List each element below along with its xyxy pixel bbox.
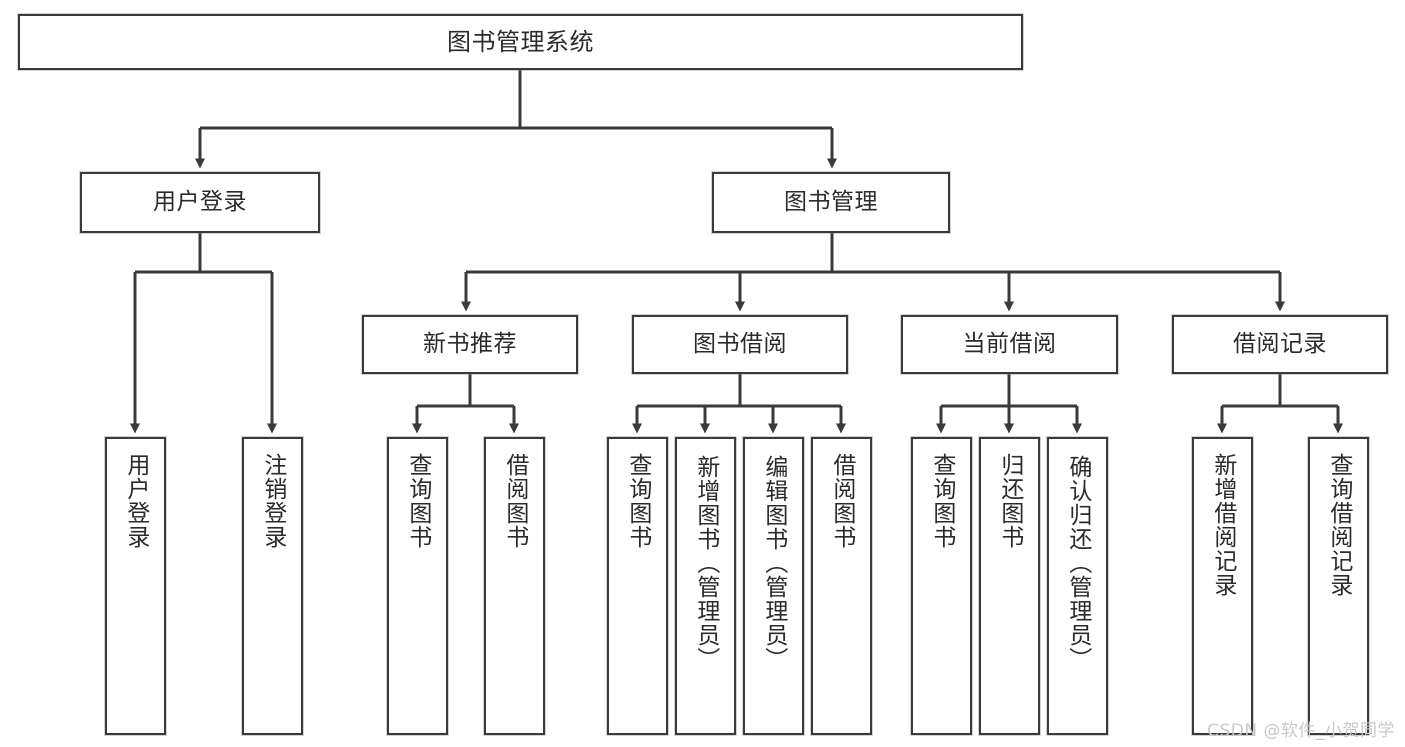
node-leaf-borrow-book-2-label: 借阅图书 [828, 453, 855, 549]
node-leaf-borrow-book-1-label: 借阅图书 [501, 453, 528, 549]
node-leaf-query-book-2-label: 查询图书 [624, 453, 651, 549]
node-current-borrow[interactable]: 当前借阅 [901, 315, 1118, 374]
node-book-management-label: 图书管理 [784, 188, 878, 215]
node-leaf-return-book[interactable]: 归还图书 [979, 437, 1040, 735]
node-leaf-user-login-label: 用户登录 [122, 453, 149, 549]
node-book-management[interactable]: 图书管理 [712, 172, 950, 233]
node-leaf-confirm-return-label: 确认归还（管理员） [1064, 455, 1091, 671]
node-leaf-query-book-1-label: 查询图书 [404, 453, 431, 549]
node-leaf-add-borrow-record-label: 新增借阅记录 [1209, 453, 1236, 597]
node-new-book-recommend-label: 新书推荐 [423, 330, 517, 357]
node-leaf-query-book-1[interactable]: 查询图书 [387, 437, 448, 735]
node-leaf-query-book-3-label: 查询图书 [928, 453, 955, 549]
node-leaf-logout-login-label: 注销登录 [259, 453, 286, 549]
node-root-system-label: 图书管理系统 [447, 27, 594, 56]
node-leaf-add-book-label: 新增图书（管理员） [692, 455, 719, 671]
node-leaf-borrow-book-1[interactable]: 借阅图书 [484, 437, 545, 735]
node-root-system[interactable]: 图书管理系统 [18, 14, 1023, 70]
node-leaf-edit-book[interactable]: 编辑图书（管理员） [743, 437, 804, 735]
node-user-login[interactable]: 用户登录 [80, 172, 320, 233]
node-leaf-query-borrow-record[interactable]: 查询借阅记录 [1308, 437, 1369, 735]
node-leaf-add-book[interactable]: 新增图书（管理员） [675, 437, 736, 735]
node-user-login-label: 用户登录 [153, 188, 247, 215]
node-leaf-return-book-label: 归还图书 [996, 453, 1023, 549]
node-leaf-query-borrow-record-label: 查询借阅记录 [1325, 453, 1352, 597]
node-book-borrow[interactable]: 图书借阅 [632, 315, 848, 374]
node-leaf-edit-book-label: 编辑图书（管理员） [760, 455, 787, 671]
csdn-watermark: CSDN @软件_小贺同学 [1207, 721, 1395, 741]
node-current-borrow-label: 当前借阅 [962, 330, 1057, 357]
node-leaf-confirm-return[interactable]: 确认归还（管理员） [1047, 437, 1108, 735]
node-leaf-borrow-book-2[interactable]: 借阅图书 [811, 437, 872, 735]
node-borrow-record[interactable]: 借阅记录 [1172, 315, 1388, 374]
node-leaf-logout-login[interactable]: 注销登录 [242, 437, 303, 735]
node-leaf-user-login[interactable]: 用户登录 [105, 437, 166, 735]
node-leaf-query-book-2[interactable]: 查询图书 [607, 437, 668, 735]
node-leaf-add-borrow-record[interactable]: 新增借阅记录 [1192, 437, 1253, 735]
node-book-borrow-label: 图书借阅 [693, 330, 787, 357]
node-new-book-recommend[interactable]: 新书推荐 [362, 315, 578, 374]
node-leaf-query-book-3[interactable]: 查询图书 [911, 437, 972, 735]
node-borrow-record-label: 借阅记录 [1233, 330, 1327, 357]
